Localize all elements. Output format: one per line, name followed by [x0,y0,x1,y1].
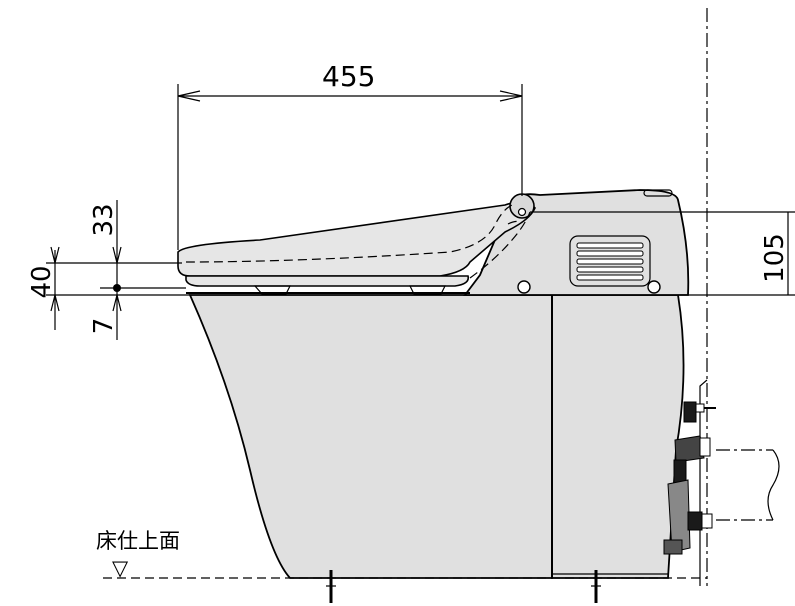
hinge-pin [517,207,527,217]
rear-housing-top-detail [643,189,673,197]
dimension-105 [530,211,795,296]
dimension-33 [112,200,122,288]
dimension-7-label: 7 [89,318,119,335]
anchor-bolt-left [326,570,336,603]
bowl-body [188,294,553,579]
floor-level-marker: ▽ [112,556,129,580]
floor-level-label: 床仕上面 [96,529,180,553]
side-detail-circle-right [647,280,661,294]
dimension-33-label: 33 [89,203,119,236]
lid-open-path-lower [469,211,531,279]
tank-body [551,294,685,579]
seat-lid [177,201,536,277]
seat-ring [185,275,470,287]
dimension-455-label: 455 [322,60,375,93]
dimension-40-label: 40 [27,265,57,298]
vent-grille-slats [576,242,644,281]
rear-plumbing [663,401,780,555]
lid-open-arc [507,220,523,225]
dimension-7 [112,288,122,340]
side-detail-circle-left [517,280,531,294]
lid-open-path [185,204,513,263]
dimension-105-label: 105 [760,233,790,283]
anchor-bolt-right [591,570,601,603]
vent-grille-frame [569,235,651,287]
dimension-455 [177,84,523,250]
dimension-40 [50,246,60,330]
